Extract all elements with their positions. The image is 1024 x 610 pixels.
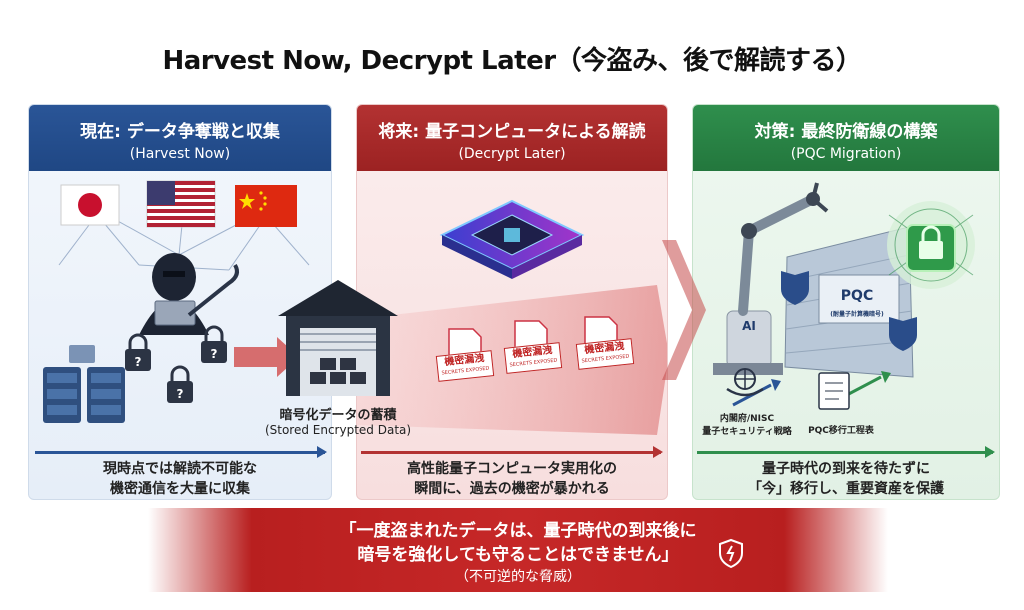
page-title: Harvest Now, Decrypt Later（今盗み、後で解読する）	[162, 46, 862, 76]
lock-icon: ?	[125, 333, 151, 371]
roadmap-label: PQC移行工程表	[808, 426, 874, 436]
panel-subheading: (Harvest Now)	[129, 146, 231, 162]
panel-harvest-now: 現在: データ争奪戦と収集 (Harvest Now)	[28, 104, 332, 500]
panel-header: 現在: データ争奪戦と収集 (Harvest Now)	[29, 105, 331, 171]
government-label: 内閣府/NISC 量子セキュリティ戦略	[702, 414, 792, 437]
svg-text:?: ?	[211, 347, 218, 361]
lock-icon: ?	[167, 365, 193, 403]
pqc-illustration	[713, 182, 975, 410]
svg-text:?: ?	[177, 387, 184, 401]
panel-header: 将来: 量子コンピュータによる解読 (Decrypt Later)	[357, 105, 667, 171]
hacker-icon	[139, 253, 209, 335]
svg-text:?: ?	[135, 355, 142, 369]
warning-line-2: 暗号を強化しても守ることはできません」	[357, 545, 679, 565]
hook-icon	[187, 263, 239, 317]
harvest-illustration: ? ? ?	[43, 180, 310, 423]
panel-caption: 高性能量子コンピュータ実用化の 瞬間に、過去の機密が暴かれる	[407, 461, 617, 497]
chevron-right-icon	[662, 240, 706, 380]
government-globe-icon	[726, 368, 764, 397]
timeline-arrow	[35, 446, 327, 458]
panel-heading: 対策: 最終防衛線の構築	[754, 122, 938, 142]
panel-heading: 将来: 量子コンピュータによる解読	[378, 122, 646, 142]
timeline-arrow	[361, 446, 663, 458]
shield-lock-icon	[887, 201, 975, 289]
quantum-chip-icon	[439, 199, 585, 279]
timeline-arrow	[697, 446, 995, 458]
server-icon	[43, 345, 125, 423]
panel-caption: 現時点では解読不可能な 機密通信を大量に収集	[103, 461, 257, 497]
warehouse-icon	[278, 280, 398, 396]
storage-label: 暗号化データの蓄積 (Stored Encrypted Data)	[264, 408, 412, 437]
flow-arrow-icon	[234, 337, 299, 377]
pqc-wall-label: PQC (耐量子計算機暗号)	[830, 288, 884, 318]
panel-caption: 量子時代の到来を待たずに 「今」移行し、重要資産を保護	[748, 461, 944, 497]
warning-banner: 「一度盗まれたデータは、量子時代の到来後に 暗号を強化しても守ることはできません…	[148, 508, 888, 592]
usa-flag-icon	[146, 180, 216, 228]
panel-subheading: (Decrypt Later)	[458, 146, 566, 162]
china-flag-icon	[235, 185, 297, 227]
panel-heading: 現在: データ争奪戦と収集	[80, 122, 280, 142]
ai-robot-label: AI	[742, 319, 756, 333]
warning-line-1: 「一度盗まれたデータは、量子時代の到来後に	[339, 521, 697, 541]
lock-icon: ?	[201, 325, 227, 363]
broken-shield-icon	[719, 538, 743, 568]
panel-header: 対策: 最終防衛線の構築 (PQC Migration)	[693, 105, 999, 171]
japan-flag-icon	[60, 184, 120, 226]
pqc-wall-icon	[781, 226, 917, 378]
panel-subheading: (PQC Migration)	[790, 146, 902, 162]
roadmap-document-icon	[818, 372, 850, 410]
warning-line-3: （不可逆的な脅威）	[455, 569, 581, 585]
panel-pqc-migration: 対策: 最終防衛線の構築 (PQC Migration)	[692, 104, 1000, 500]
